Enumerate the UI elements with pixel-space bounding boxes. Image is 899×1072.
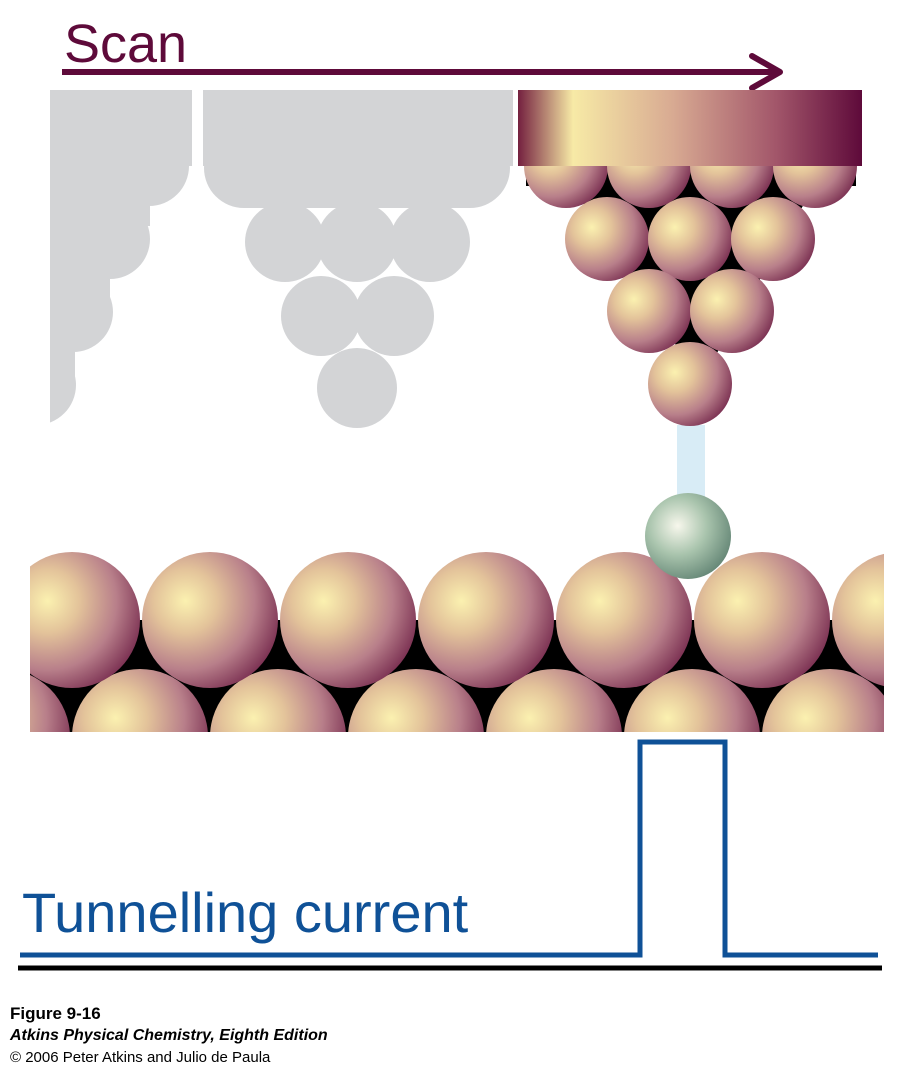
surface-atom: [280, 552, 416, 688]
tip-atom: [607, 269, 691, 353]
adatom: [645, 493, 731, 579]
surface-atom: [72, 669, 208, 805]
tip-atom: [648, 197, 732, 281]
ghost-tip-previous-2: [203, 90, 513, 428]
surface-atom: [624, 669, 760, 805]
copyright-notice: © 2006 Peter Atkins and Julio de Paula: [10, 1047, 890, 1069]
tip-apex-atom: [648, 342, 732, 426]
figure-number: Figure 9-16: [10, 1003, 890, 1025]
tunnelling-beam: [677, 425, 705, 505]
surface-atom: [348, 669, 484, 805]
surface-atom: [486, 669, 622, 805]
book-title: Atkins Physical Chemistry, Eighth Editio…: [10, 1025, 890, 1047]
surface-atom: [762, 669, 898, 805]
surface-atom: [4, 552, 140, 688]
tip-atom: [690, 269, 774, 353]
surface-atom: [418, 552, 554, 688]
stm-diagram: Scan: [0, 0, 899, 1000]
figure-caption: Figure 9-16 Atkins Physical Chemistry, E…: [10, 1003, 890, 1069]
tip-atom: [565, 197, 649, 281]
surface-atom: [142, 552, 278, 688]
tunnelling-current-label: Tunnelling current: [22, 881, 469, 944]
surface-atom: [210, 669, 346, 805]
scan-label: Scan: [64, 14, 187, 74]
surface-atom: [694, 552, 830, 688]
tip-holder: [518, 90, 862, 166]
sample-surface: [0, 552, 899, 805]
ghost-tip-previous-1: [0, 90, 192, 425]
tip-atom: [731, 197, 815, 281]
stm-tip: [518, 90, 862, 426]
